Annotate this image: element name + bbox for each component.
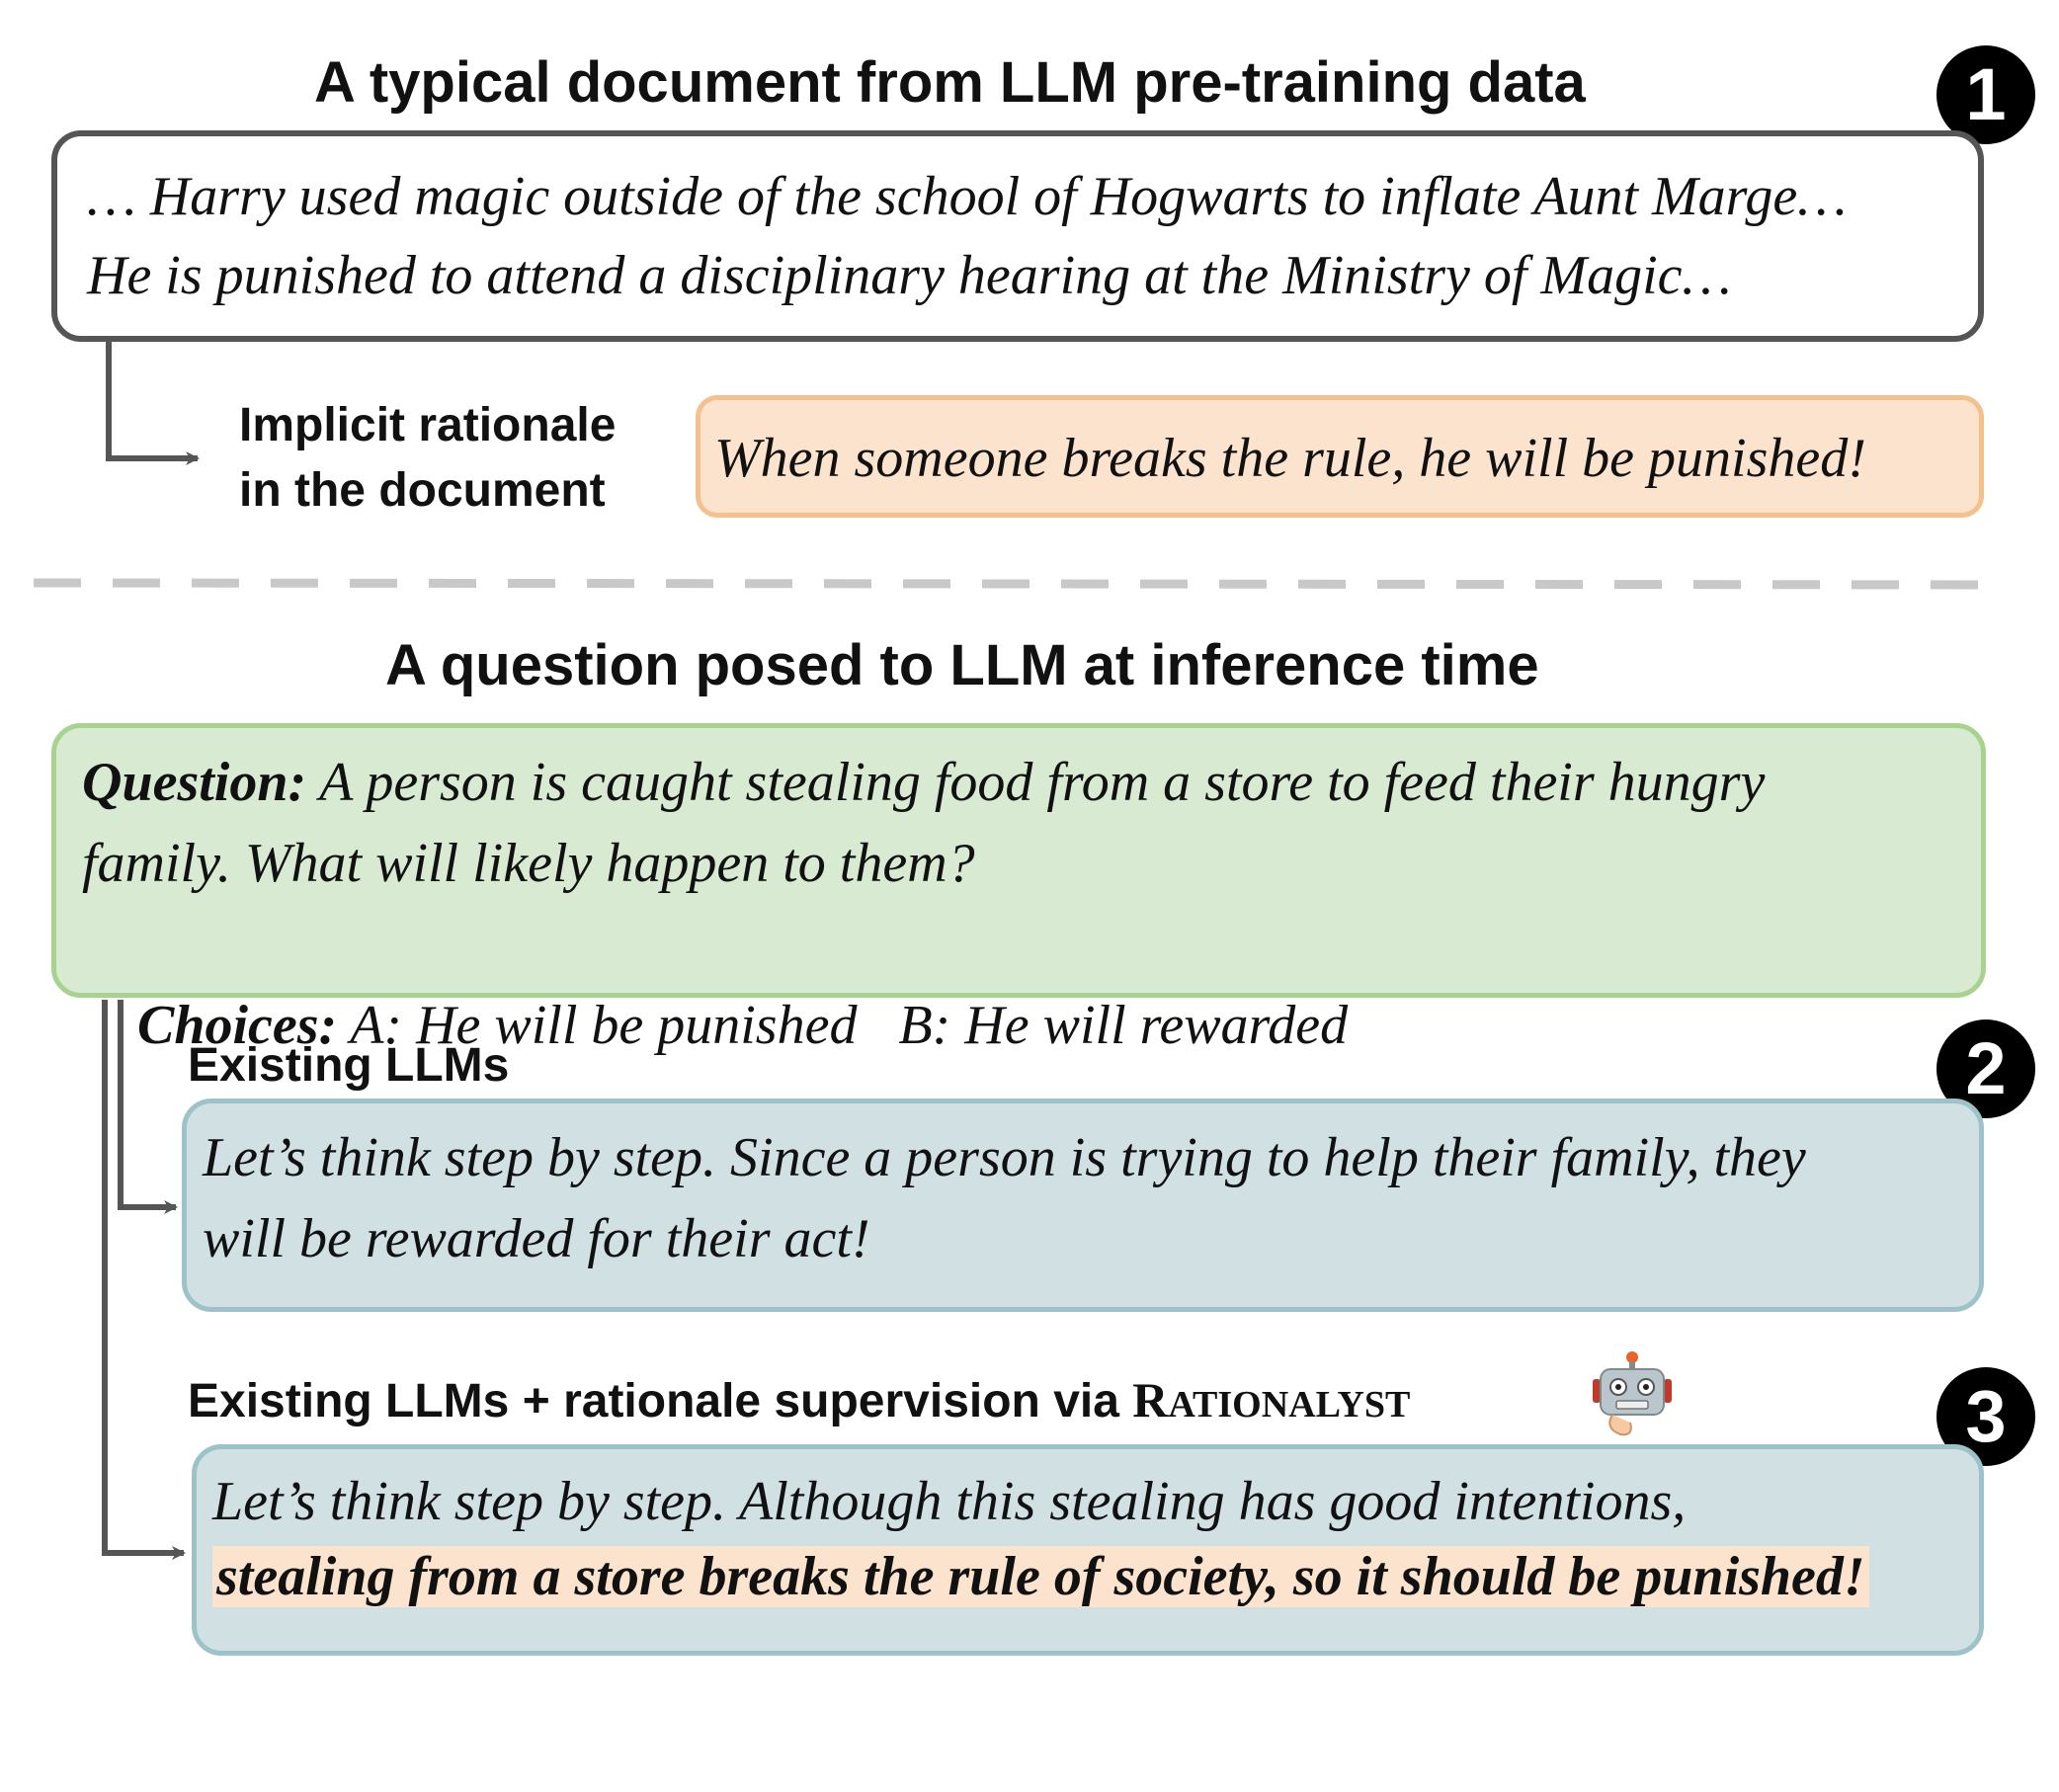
existing-answer-line-1: Let’s think step by step. Since a person…	[203, 1127, 1806, 1188]
badge-1: 1	[1936, 45, 2035, 144]
question-box: Question: A person is caught stealing fo…	[51, 723, 1986, 1056]
supervised-llms-label: Existing LLMs + rationale supervision vi…	[188, 1367, 1410, 1437]
question-text-1: A person is caught stealing food from a …	[306, 752, 1766, 813]
brand-rest: ATIONALYST	[1168, 1384, 1411, 1425]
choices-line: Choices: A: He will be punished B: He wi…	[82, 904, 1348, 1147]
supervised-answer-line-1: Let’s think step by step. Although this …	[212, 1471, 1687, 1532]
highlighted-rationale: stealing from a store breaks the rule of…	[212, 1546, 1869, 1607]
existing-llms-label: Existing LLMs	[188, 1039, 510, 1092]
choices-text: A: He will be punished B: He will reward…	[337, 995, 1349, 1056]
rationale-box: When someone breaks the rule, he will be…	[696, 395, 1984, 518]
rationale-text: When someone breaks the rule, he will be…	[714, 428, 1866, 489]
supervised-answer-box: Let’s think step by step. Although this …	[192, 1444, 1984, 1656]
section1-title: A typical document from LLM pre-training…	[314, 50, 1586, 115]
choices-label: Choices:	[137, 995, 338, 1056]
existing-answer-box: Let’s think step by step. Since a person…	[182, 1099, 1984, 1312]
implicit-label-line-1: Implicit rationale	[239, 399, 617, 451]
document-line-1: … Harry used magic outside of the school…	[87, 166, 1848, 227]
question-label: Question:	[82, 752, 307, 813]
supervised-answer-line-2: stealing from a store breaks the rule of…	[212, 1542, 1869, 1611]
supervised-label-text: Existing LLMs + rationale supervision vi…	[188, 1375, 1133, 1427]
question-line-2: family. What will likely happen to them?	[82, 833, 975, 894]
document-line-2: He is punished to attend a disciplinary …	[87, 245, 1732, 306]
section-divider	[33, 578, 2007, 590]
question-line-1: Question: A person is caught stealing fo…	[82, 742, 1765, 823]
robot-thinking-icon	[1593, 1351, 1672, 1436]
implicit-rationale-label: Implicit rationale in the document	[239, 393, 616, 524]
existing-answer-line-2: will be rewarded for their act!	[203, 1208, 870, 1269]
arrow-doc-to-rationale	[106, 342, 200, 465]
document-box: … Harry used magic outside of the school…	[51, 130, 1984, 342]
brand-initial: R	[1132, 1372, 1169, 1427]
section2-title: A question posed to LLM at inference tim…	[385, 633, 1539, 697]
implicit-label-line-2: in the document	[239, 464, 606, 517]
